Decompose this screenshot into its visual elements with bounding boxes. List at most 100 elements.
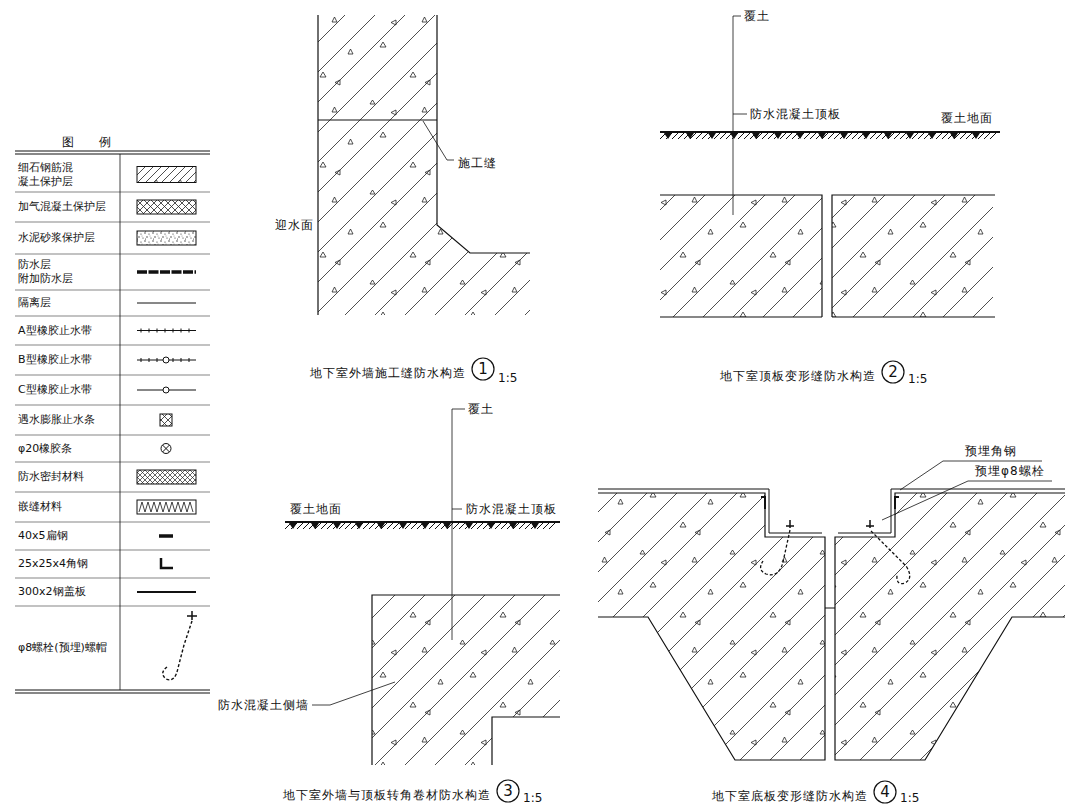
waterproof-layer-sample: [137, 272, 196, 273]
rubber-strip-sample: [161, 444, 171, 454]
sample-nut: [187, 611, 197, 620]
corner-detail: [312, 409, 560, 765]
callout-number: 3: [496, 779, 520, 803]
scale-label: 1:5: [523, 790, 542, 806]
swelling-strip-sample: [160, 414, 172, 426]
legend-table: [15, 151, 210, 693]
sample-fill: [137, 200, 196, 214]
part-label: 覆土地面: [941, 110, 993, 126]
leader-line: [423, 121, 454, 160]
sample-bulb: [163, 387, 169, 393]
bolt-sample: [163, 611, 197, 680]
embedded-bolt: [871, 531, 910, 584]
legend-label: C型橡胶止水带: [18, 383, 92, 397]
sample-line: [137, 329, 196, 333]
sample-bulb: [163, 357, 169, 363]
leader-line: [312, 682, 395, 705]
part-label: 预埋φ8螺栓: [975, 463, 1045, 479]
table-rule: [15, 690, 210, 693]
scale-label: 1:5: [908, 371, 927, 387]
concrete-fill: [372, 595, 560, 765]
legend-label: 40x5扁钢: [18, 529, 68, 543]
waterproof-layer: [598, 489, 1065, 533]
part-label: 防水混凝土侧墙: [218, 697, 309, 713]
callout-circle: 2: [881, 360, 905, 384]
legend-label: 水泥砂浆保护层: [18, 231, 95, 245]
part-label: 预埋角钢: [965, 443, 1017, 459]
callout-number: 2: [881, 360, 905, 384]
legend-label: φ20橡胶条: [18, 442, 72, 456]
leader-line: [882, 481, 1052, 520]
part-label: 迎水面: [275, 217, 314, 233]
part-label: 覆土: [744, 8, 770, 24]
callout-circle: 3: [496, 779, 520, 803]
part-label: 覆土: [468, 401, 494, 417]
ground-line: [285, 522, 560, 529]
waterstop-c-sample: [137, 387, 196, 393]
concrete-outline: [660, 195, 995, 317]
flat-steel-sample: [159, 536, 173, 537]
callout-circle: 4: [873, 780, 897, 804]
sample-fill: [137, 470, 196, 484]
part-label: 防水混凝土顶板: [750, 106, 841, 122]
scale-label: 1:5: [900, 790, 919, 806]
sample-circle: [161, 444, 171, 454]
ground-line: [660, 132, 1000, 139]
sealant-sample: [137, 470, 196, 484]
legend-label: 嵌缝材料: [18, 500, 62, 514]
detail-caption: 地下室顶板变形缝防水构造: [720, 368, 876, 384]
concrete-outline: [318, 15, 530, 315]
legend-label: 隔离层: [18, 296, 51, 310]
leader-line: [733, 16, 747, 215]
sample-rod: [163, 621, 192, 680]
legend-label: 加气混凝土保护层: [18, 200, 106, 214]
concrete-fill: [832, 195, 993, 317]
isolation-layer-sample: [137, 303, 196, 304]
roof-joint-detail: [660, 16, 995, 317]
bolt-nut: [866, 520, 874, 528]
floor-joint-detail: [598, 461, 1065, 760]
legend-label: 300x2钢盖板: [18, 585, 86, 599]
sample-fill: [137, 231, 196, 245]
legend-label: 防水层 附加防水层: [18, 258, 80, 286]
legend-label: B型橡胶止水带: [18, 353, 92, 367]
detail-caption: 地下室外墙与顶板转角卷材防水构造: [283, 787, 491, 803]
ground-hatch: [285, 523, 555, 529]
detail-caption: 地下室外墙施工缝防水构造: [310, 365, 466, 381]
waterstop-b-sample: [137, 357, 196, 363]
callout-circle: 1: [471, 357, 495, 381]
callout-number: 1: [471, 357, 495, 381]
table-rule: [15, 151, 210, 154]
callout-number: 4: [873, 780, 897, 804]
concrete-fill: [318, 15, 530, 315]
joint-seal: [825, 608, 835, 609]
embedded-angle: [761, 497, 899, 509]
legend-label: 25x25x4角钢: [18, 557, 88, 571]
sample-fill: [137, 167, 196, 183]
legend-samples: [137, 167, 197, 680]
sample-line: [137, 303, 196, 304]
waterstop-a-sample: [137, 329, 196, 333]
part-label: 防水混凝土顶板: [466, 501, 557, 517]
legend-label: 防水密封材料: [18, 470, 84, 484]
circle-border: [882, 361, 904, 383]
sample-line: [137, 358, 196, 362]
cover-plate-sample: [137, 592, 196, 593]
table-rule: [15, 192, 210, 606]
concrete-fill: [660, 195, 822, 317]
sample-zigzag: [139, 502, 193, 512]
legend-label: 遇水膨胀止水条: [18, 413, 95, 427]
ground-hatch: [660, 133, 996, 139]
concrete-outline: [372, 595, 560, 765]
bolt-nut: [786, 520, 794, 528]
legend-label: φ8螺栓(预埋)螺帽: [18, 641, 107, 655]
legend-label: A型橡胶止水带: [18, 324, 92, 338]
part-label: 覆土地面: [290, 501, 342, 517]
detail-caption: 地下室底板变形缝防水构造: [712, 788, 868, 804]
concrete-hatch-sample: [137, 167, 196, 183]
part-label: 施工缝: [458, 155, 497, 171]
wall-joint-detail: [318, 15, 530, 315]
